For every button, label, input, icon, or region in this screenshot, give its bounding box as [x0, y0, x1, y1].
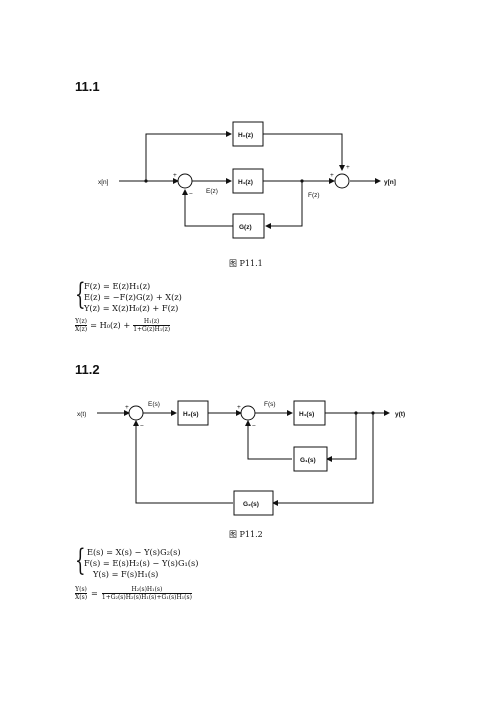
fig2-block-g2 — [233, 490, 274, 516]
fig2-h2-label: H₂(s) — [183, 411, 199, 418]
fig1-summer-2 — [334, 173, 350, 189]
fig2-sign-s1-plus: + — [125, 404, 129, 411]
tf1-lhs-numerator: Y(z) — [75, 318, 87, 325]
fig2-g1-label: G₁(s) — [300, 457, 316, 464]
tf1-rhs-fraction: H₁(z) 1+G(z)H₁(z) — [133, 318, 171, 333]
fig2-summer-1 — [128, 405, 144, 421]
equation-1-1: F(z) = E(z)H₁(z) — [84, 281, 151, 291]
fig2-g2-label: G₂(s) — [243, 501, 259, 508]
fig1-h0-label: H₀(z) — [238, 132, 253, 139]
equation-brace-2: { — [75, 543, 86, 578]
fig2-output-label: y(t) — [395, 411, 405, 418]
fig1-summer-1 — [177, 173, 193, 189]
fig2-sign-s1-minus: − — [140, 423, 144, 430]
fig2-summer-2 — [240, 405, 256, 421]
tf1-lhs-denominator: X(z) — [75, 326, 88, 333]
equation-1-2: E(z) = −F(z)G(z) + X(z) — [84, 292, 182, 302]
fig1-connections — [119, 131, 381, 229]
fig2-sign-s2-minus: − — [252, 423, 256, 430]
fig1-e-label: E(z) — [206, 188, 218, 195]
fig2-f-label: F(s) — [264, 401, 276, 408]
tf2-rhs-prefix: = — [91, 588, 98, 598]
fig1-input-label: x[n] — [98, 179, 109, 186]
fig1-block-h0 — [232, 121, 264, 147]
equation-2-2: F(s) = E(s)H₂(s) − Y(s)G₁(s) — [84, 558, 199, 568]
figure-caption-p11-2: 图 P11.2 — [229, 530, 263, 539]
transfer-function-2: Y(s) X(s) = H₂(s)H₁(s) 1+G₂(s)H₂(s)H₁(s)… — [75, 586, 192, 601]
fig1-output-label: y[n] — [384, 179, 396, 186]
fig1-f-label: F(z) — [308, 192, 320, 199]
tf2-rhs-fraction: H₂(s)H₁(s) 1+G₂(s)H₂(s)H₁(s)+G₁(s)H₁(s) — [101, 586, 192, 601]
equation-system-1: F(z) = E(z)H₁(z) E(z) = −F(z)G(z) + X(z)… — [84, 281, 182, 314]
fig1-block-g — [232, 213, 265, 239]
fig2-h1-label: H₁(s) — [299, 411, 314, 418]
tf1-rhs-numerator: H₁(z) — [143, 318, 160, 325]
fig1-sign-s1-minus: − — [189, 191, 193, 198]
equation-2-3: Y(s) = F(s)H₁(s) — [93, 569, 159, 579]
fig2-input-label: x(t) — [77, 411, 86, 418]
fig2-block-g1 — [293, 446, 328, 472]
fig2-e-label: E(s) — [148, 401, 160, 408]
fig2-block-h1 — [293, 400, 326, 426]
fig2-sign-s2-plus: + — [237, 404, 241, 411]
transfer-function-1: Y(z) X(z) = H₀(z) + H₁(z) 1+G(z)H₁(z) — [75, 318, 171, 333]
fig1-block-h1 — [232, 168, 264, 194]
equation-system-2: E(s) = X(s) − Y(s)G₂(s) F(s) = E(s)H₂(s)… — [84, 547, 198, 580]
tf2-lhs-fraction: Y(s) X(s) — [75, 586, 88, 601]
equation-2-1: E(s) = X(s) − Y(s)G₂(s) — [87, 547, 181, 557]
fig1-sign-s2-plus-left: + — [330, 172, 334, 179]
tf2-rhs-numerator: H₂(s)H₁(s) — [131, 586, 163, 593]
fig2-block-h2 — [177, 400, 209, 426]
tf1-rhs-prefix: = H₀(z) + — [90, 320, 131, 330]
fig1-h1-label: H₁(z) — [238, 179, 253, 186]
tf2-lhs-denominator: X(s) — [75, 594, 88, 601]
section-title-11-1: 11.1 — [75, 79, 100, 94]
tf1-lhs-fraction: Y(z) X(z) — [75, 318, 88, 333]
equation-brace-1: { — [75, 277, 86, 312]
tf1-rhs-denominator: 1+G(z)H₁(z) — [133, 326, 171, 333]
fig1-sign-s1-plus: + — [173, 172, 177, 179]
section-title-11-2: 11.2 — [75, 362, 100, 377]
tf2-rhs-denominator: 1+G₂(s)H₂(s)H₁(s)+G₁(s)H₁(s) — [101, 594, 192, 601]
fig1-sign-s2-plus-top: + — [346, 164, 350, 171]
tf2-lhs-numerator: Y(s) — [75, 586, 87, 593]
figure-caption-p11-1: 图 P11.1 — [229, 259, 263, 268]
equation-1-3: Y(z) = X(z)H₀(z) + F(z) — [84, 303, 179, 313]
fig1-g-label: G(z) — [239, 224, 252, 231]
